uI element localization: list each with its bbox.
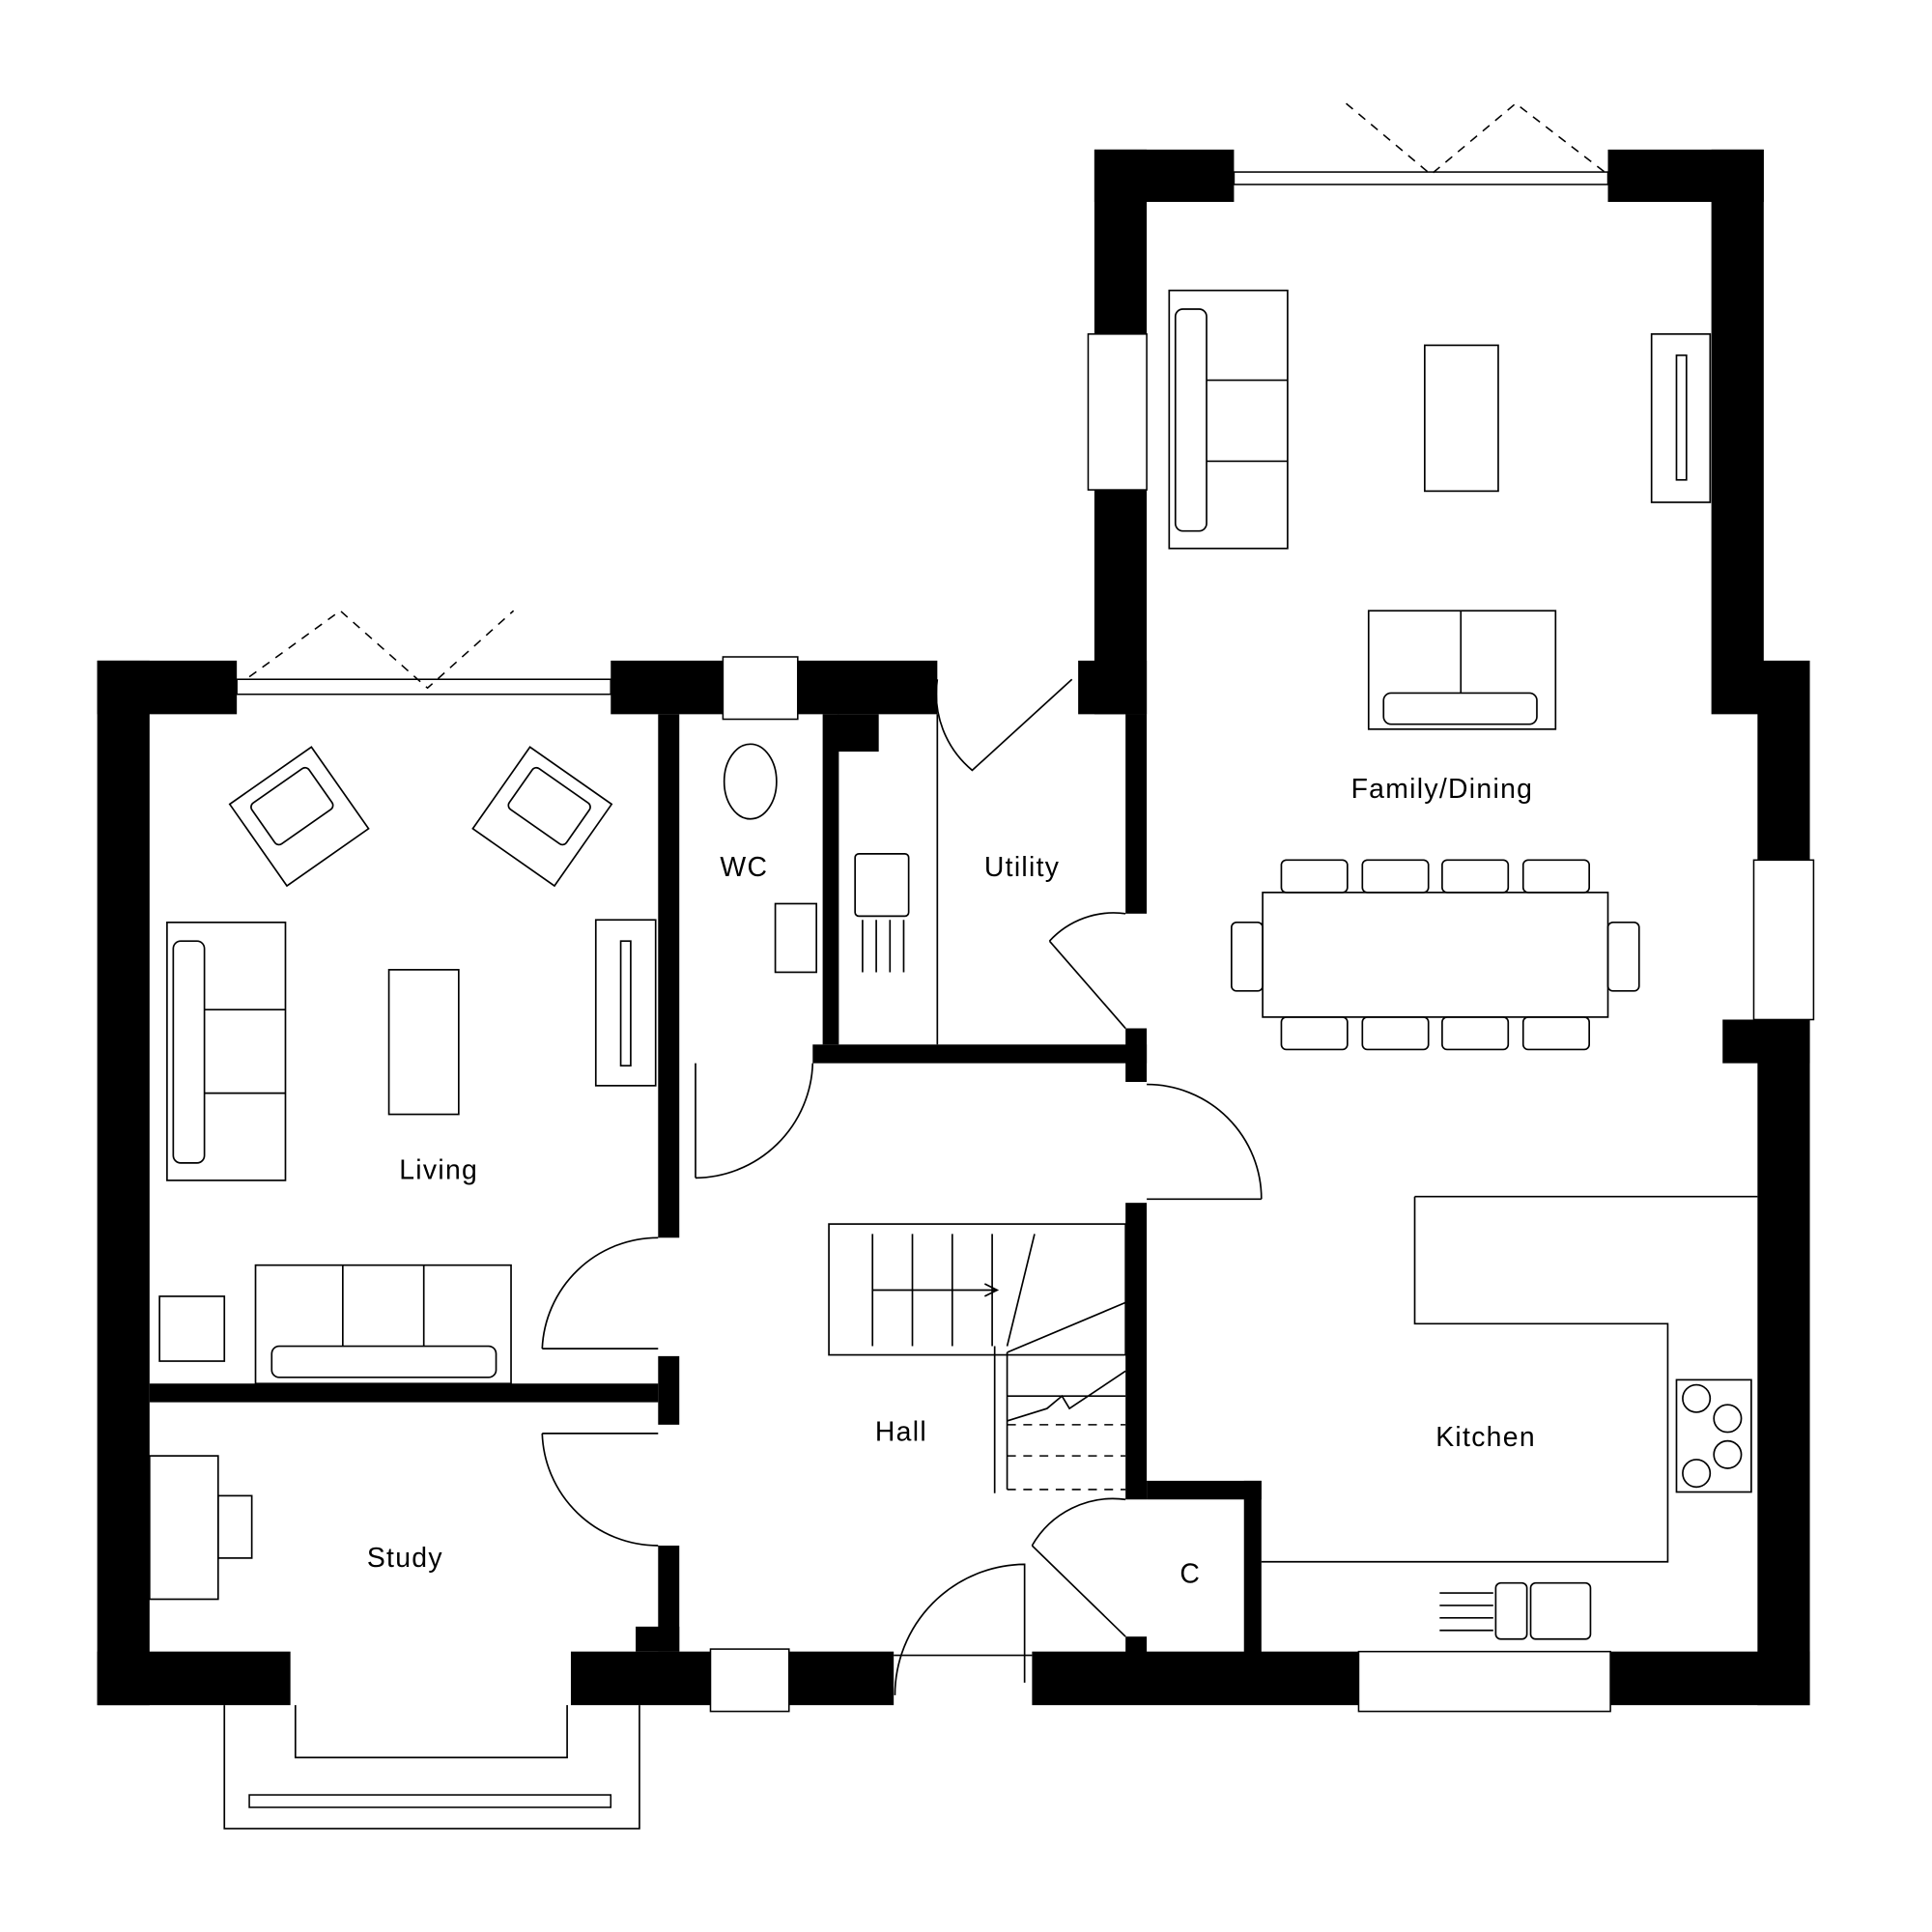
label-study: Study [367,1543,443,1574]
label-cupboard: C [1179,1559,1201,1590]
room-labels: Family/Dining Utility WC Living Hall Kit… [367,774,1536,1590]
label-hall: Hall [875,1417,927,1448]
doors [541,678,1263,1695]
furniture [149,289,1758,1640]
stairs [828,1223,1126,1493]
label-family-dining: Family/Dining [1351,774,1534,805]
windows [223,102,1815,1830]
label-wc: WC [720,852,768,883]
label-utility: Utility [984,852,1060,883]
label-kitchen: Kitchen [1435,1422,1536,1453]
label-living: Living [399,1155,478,1186]
walls [97,149,1810,1706]
